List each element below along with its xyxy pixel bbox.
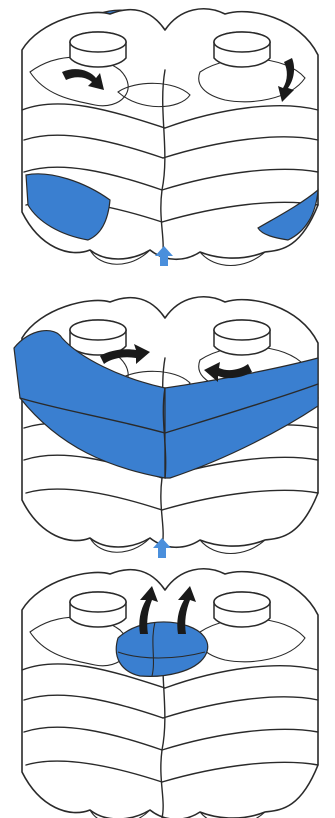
stage-3-discharge [22, 569, 318, 818]
stage-1-suction [22, 9, 318, 266]
stage-2-compression [14, 297, 318, 558]
